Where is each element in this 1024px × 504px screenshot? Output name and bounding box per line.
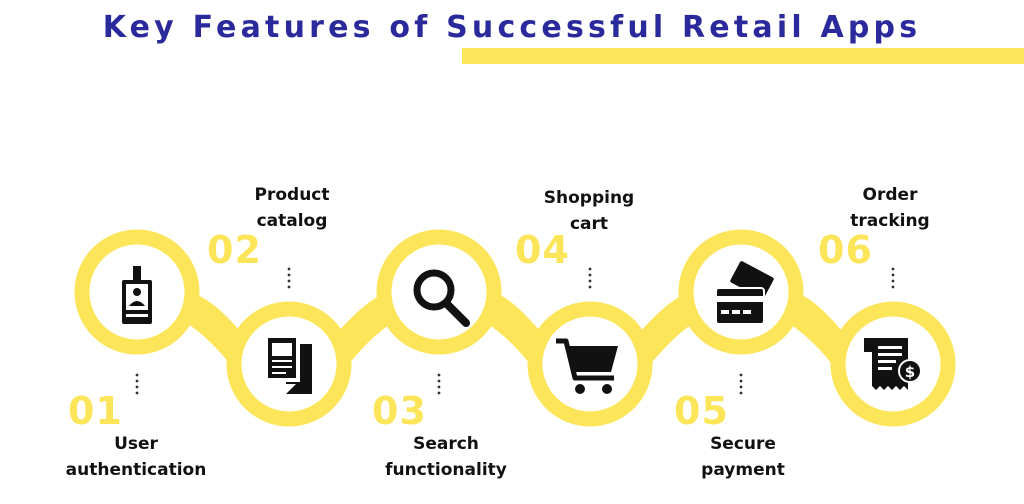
page-title: Key Features of Successful Retail Apps: [102, 10, 922, 45]
dotted-line-04: [588, 266, 592, 290]
svg-text:$: $: [905, 363, 915, 381]
feature-number-04: 04: [515, 228, 570, 272]
feature-number-03: 03: [372, 389, 427, 433]
credit-card-icon: [715, 261, 774, 325]
dotted-line-06: [891, 266, 895, 290]
feature-label-04-line2: cart: [569, 214, 609, 234]
feature-label-02-line1: Product: [254, 185, 330, 205]
feature-label-02-line2: catalog: [256, 211, 328, 231]
feature-label-03-line1: Search: [413, 434, 479, 454]
feature-number-02: 02: [207, 228, 262, 272]
dotted-line-05: [739, 372, 743, 396]
feature-label-05-line2: payment: [701, 460, 785, 480]
id-badge-icon: [122, 266, 152, 324]
feature-label-04-line1: Shopping: [543, 188, 635, 208]
catalog-icon: [268, 338, 312, 394]
feature-label-06: Order tracking: [800, 182, 980, 234]
dotted-line-02: [287, 266, 291, 290]
title-underline-bar: [462, 48, 1024, 64]
feature-label-01-line1: User: [114, 434, 158, 454]
dotted-line-01: [135, 372, 139, 396]
feature-number-06: 06: [818, 228, 873, 272]
feature-label-01-line2: authentication: [65, 460, 207, 480]
feature-label-05: Secure payment: [653, 431, 833, 483]
feature-label-05-line1: Secure: [710, 434, 776, 454]
receipt-icon: $: [864, 338, 922, 390]
feature-label-06-line1: Order: [862, 185, 918, 205]
feature-label-02: Product catalog: [202, 182, 382, 234]
feature-label-06-line2: tracking: [850, 211, 930, 231]
feature-label-04: Shopping cart: [499, 185, 679, 237]
magnifier-icon: [413, 269, 470, 327]
shopping-cart-icon: [556, 338, 618, 394]
feature-number-05: 05: [674, 389, 729, 433]
dotted-line-03: [437, 372, 441, 396]
ring-03: [376, 229, 502, 355]
feature-label-03-line2: functionality: [385, 460, 507, 480]
feature-label-03: Search functionality: [356, 431, 536, 483]
feature-number-01: 01: [68, 389, 123, 433]
feature-label-01: User authentication: [46, 431, 226, 483]
